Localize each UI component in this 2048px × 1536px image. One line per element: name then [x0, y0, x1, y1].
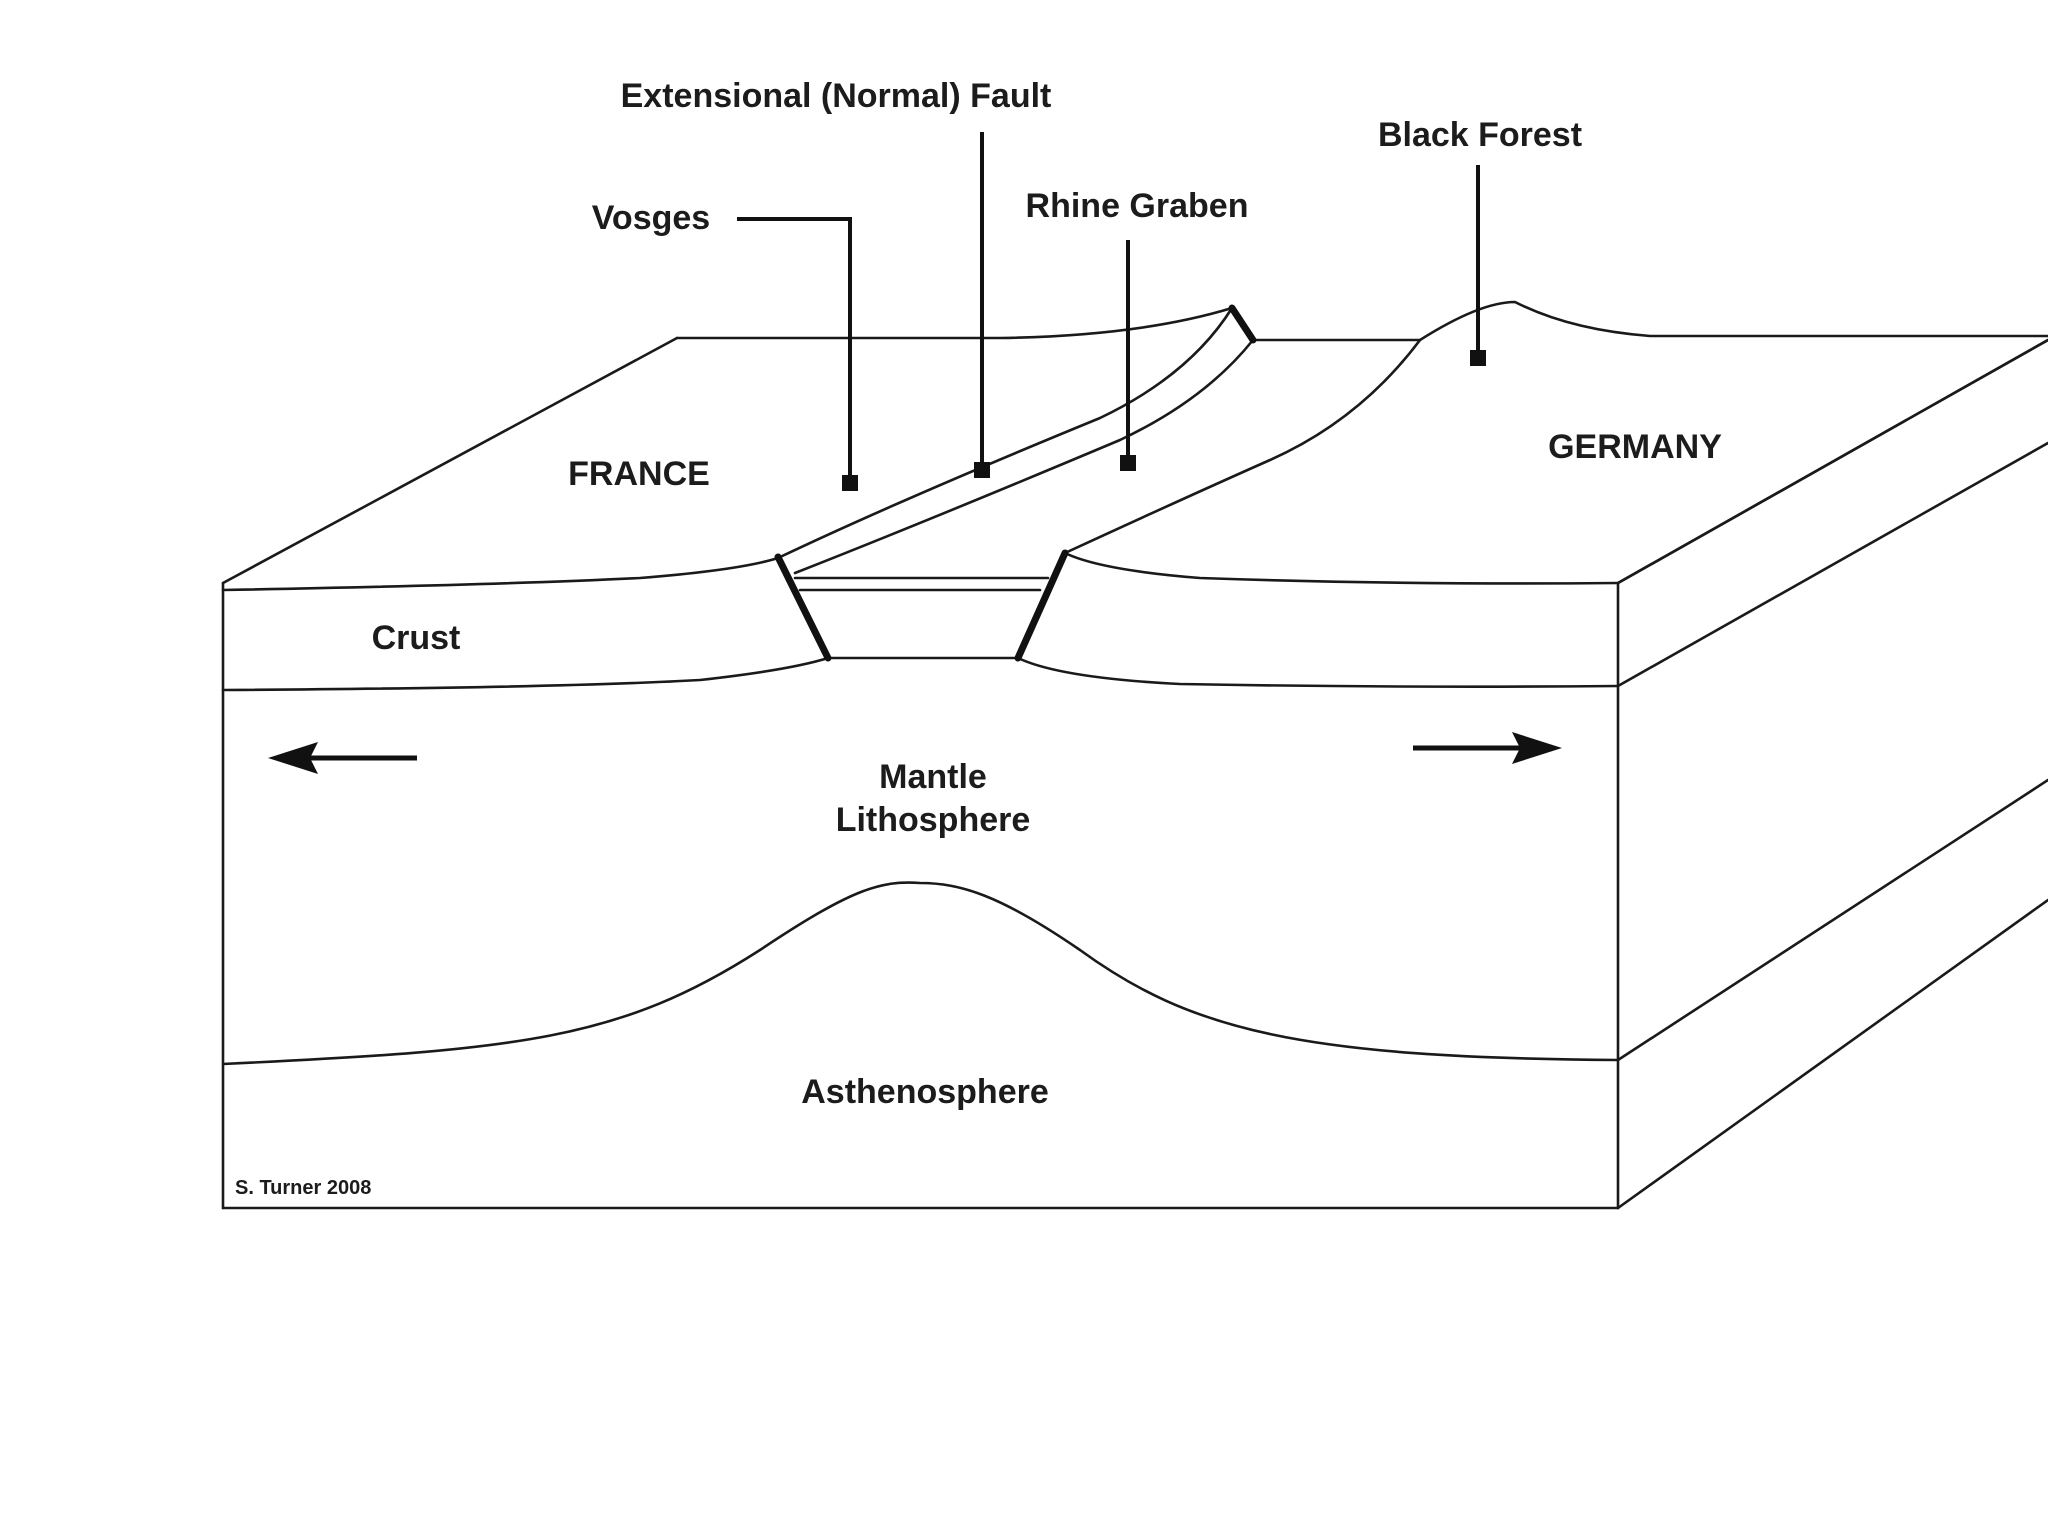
vosges-flank-line-1: [776, 306, 1234, 560]
lab-boundary: [221, 881, 1620, 1066]
credit-text: S. Turner 2008: [235, 1177, 371, 1199]
label-france: FRANCE: [568, 455, 710, 493]
extension-arrows: [268, 732, 1562, 774]
label-asthenosphere: Asthenosphere: [801, 1073, 1049, 1111]
label-crust: Crust: [372, 619, 461, 657]
back-edge: [675, 306, 1422, 342]
fault-east: [1014, 549, 1069, 662]
arrow-right-icon: [1413, 732, 1562, 764]
leader-vosges-dot: [842, 475, 858, 491]
label-lithosphere: Lithosphere: [836, 801, 1031, 839]
france-left-edge: [221, 336, 679, 585]
side-moho-edge: [1616, 778, 2048, 1062]
layer-boundaries: [221, 656, 1620, 1066]
leader-fault-dot: [974, 462, 990, 478]
leader-black-forest-dot: [1470, 350, 1486, 366]
label-black-forest: Black Forest: [1378, 116, 1582, 154]
moho-left: [221, 656, 830, 692]
labels: Extensional (Normal) Fault Black Forest …: [235, 77, 1722, 1199]
block-outline: [221, 300, 2048, 1210]
leader-lines: [737, 132, 1486, 491]
surface-topography: [221, 306, 2048, 592]
germany-right-edge: [1616, 338, 2048, 585]
germany-front-edge: [1063, 551, 1620, 585]
label-extensional-fault: Extensional (Normal) Fault: [621, 77, 1052, 115]
moho-right: [1016, 656, 1620, 688]
black-forest-flank: [1063, 338, 1422, 555]
leader-graben-dot: [1120, 455, 1136, 471]
normal-faults: [774, 304, 1257, 662]
france-front-edge: [221, 556, 780, 592]
back-edge-right: [1418, 300, 2048, 342]
label-vosges: Vosges: [592, 199, 710, 237]
label-mantle: Mantle: [879, 758, 987, 796]
label-rhine-graben: Rhine Graben: [1026, 187, 1249, 225]
side-bottom-edge: [1616, 898, 2048, 1210]
side-crust-edge: [1616, 441, 2048, 688]
fault-back-tick: [1228, 304, 1257, 344]
vosges-flank-line-2: [793, 338, 1255, 575]
leader-vosges: [737, 217, 852, 483]
fault-west: [774, 553, 832, 662]
label-germany: GERMANY: [1548, 428, 1722, 466]
arrow-left-icon: [268, 742, 417, 774]
